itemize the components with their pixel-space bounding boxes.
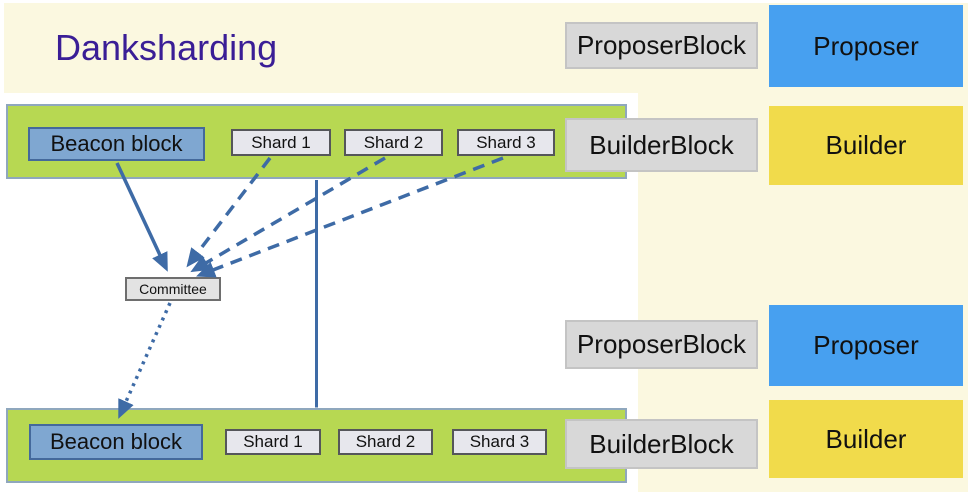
builder-block-label-top: BuilderBlock [565, 118, 758, 172]
proposer-block-label-top: ProposerBlock [565, 22, 758, 69]
proposer-box-top: Proposer [769, 5, 963, 87]
proposer-box-bottom: Proposer [769, 305, 963, 386]
beacon-block-bottom: Beacon block [29, 424, 203, 460]
diagram-title: Danksharding [55, 27, 278, 68]
shard-box-bottom-1: Shard 1 [225, 429, 321, 455]
beacon-block-top: Beacon block [28, 127, 205, 161]
shard-box-top-1: Shard 1 [231, 129, 331, 156]
shard-box-bottom-3: Shard 3 [452, 429, 547, 455]
shard-box-top-2: Shard 2 [344, 129, 443, 156]
builder-box-bottom: Builder [769, 400, 963, 478]
builder-block-label-bottom: BuilderBlock [565, 419, 758, 469]
committee-box: Committee [125, 277, 221, 301]
builder-box-top: Builder [769, 106, 963, 185]
shard-box-bottom-2: Shard 2 [338, 429, 433, 455]
shard-box-top-3: Shard 3 [457, 129, 555, 156]
proposer-block-label-bottom: ProposerBlock [565, 320, 758, 369]
